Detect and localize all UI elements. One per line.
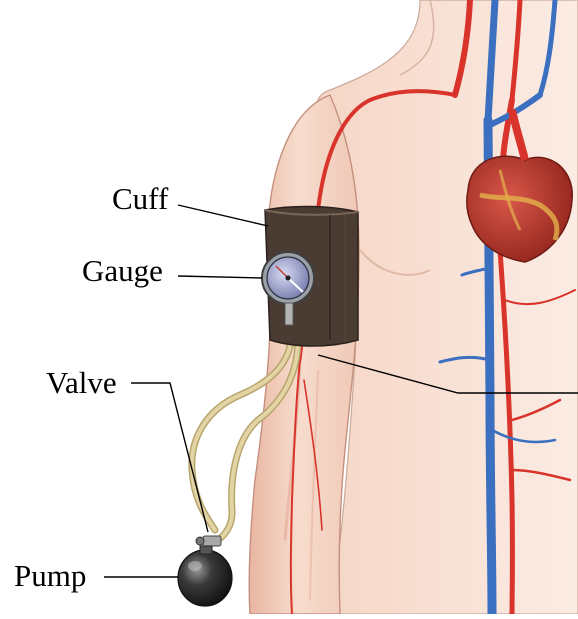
cuff-leader bbox=[178, 205, 268, 226]
pump-label: Pump bbox=[14, 560, 86, 591]
valve-label: Valve bbox=[46, 367, 117, 398]
pump-bulb-icon bbox=[178, 546, 232, 606]
gauge-leader bbox=[178, 276, 262, 278]
cuff-label: Cuff bbox=[112, 183, 168, 214]
valve-icon bbox=[196, 536, 221, 546]
valve-leader bbox=[131, 383, 208, 532]
gauge-label: Gauge bbox=[82, 255, 163, 286]
